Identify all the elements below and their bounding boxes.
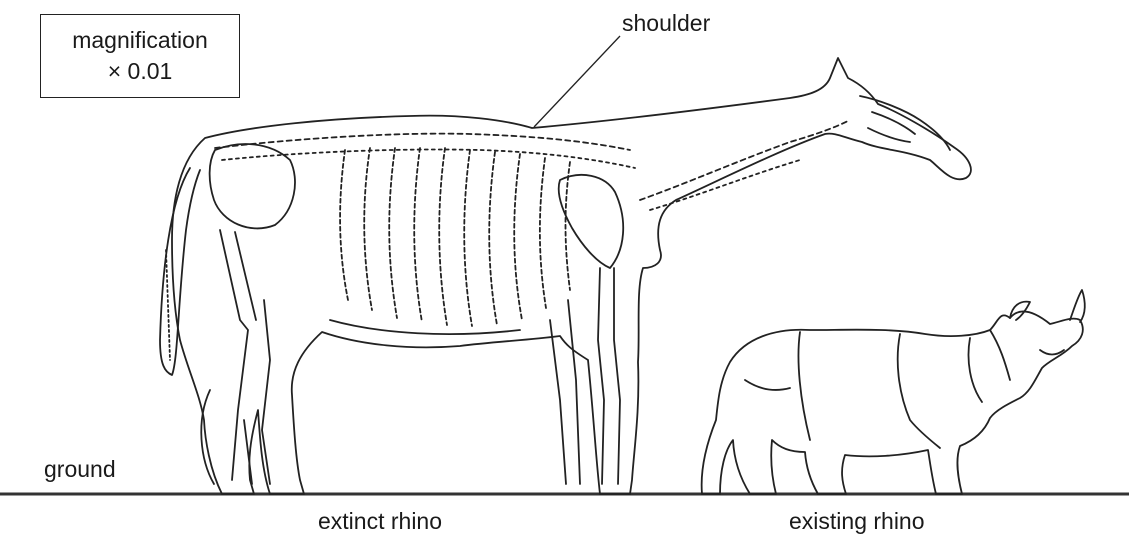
existing-rhino-figure: [702, 290, 1085, 494]
existing-rhino-label: existing rhino: [789, 508, 925, 535]
magnification-label: magnification: [72, 25, 208, 56]
existing-rhino-body: [702, 311, 1083, 494]
magnification-box: magnification × 0.01: [40, 14, 240, 98]
magnification-value: × 0.01: [108, 56, 173, 87]
extinct-rhino-body: [172, 58, 971, 494]
shoulder-pointer-line: [534, 36, 620, 127]
extinct-rhino-figure: [160, 58, 971, 494]
ground-label: ground: [44, 456, 116, 483]
shoulder-label: shoulder: [622, 10, 710, 37]
extinct-rhino-label: extinct rhino: [318, 508, 442, 535]
